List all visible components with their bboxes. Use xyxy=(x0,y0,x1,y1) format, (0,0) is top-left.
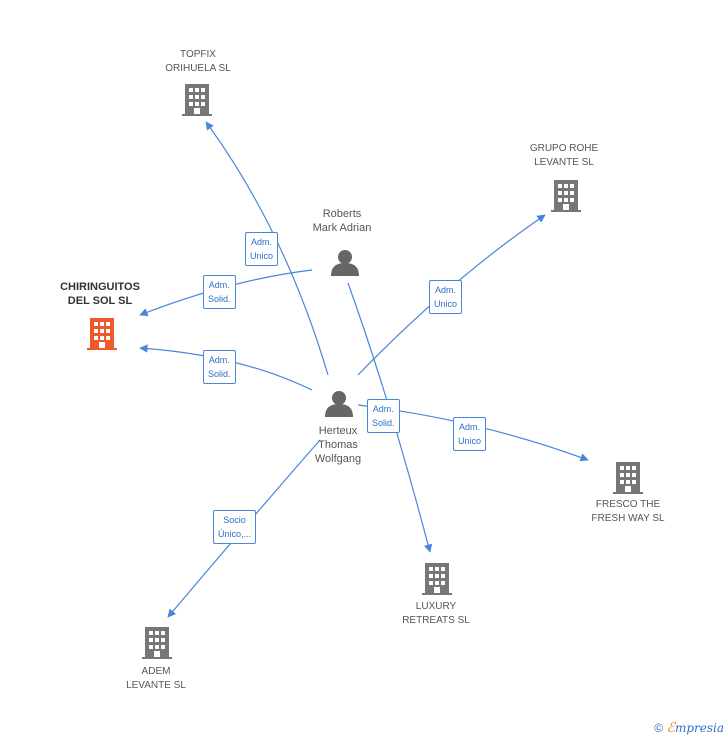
company-chiringuitos-label[interactable]: CHIRINGUITOS DEL SOL SL xyxy=(60,281,140,307)
edge-label-herteux-topfix: Adm. Unico xyxy=(245,232,279,266)
edge-label-herteux-chiringuitos: Adm. Solid. xyxy=(203,350,236,384)
copyright-symbol: © xyxy=(654,721,664,735)
edge-label-roberts-grupo: Adm. Unico xyxy=(429,280,463,314)
edge-label-herteux-adem: Socio Único,... xyxy=(213,510,257,544)
company-grupo-rohe-icon[interactable] xyxy=(551,180,581,212)
company-luxury-icon[interactable] xyxy=(422,563,452,595)
company-topfix-label[interactable]: TOPFIX ORIHUELA SL xyxy=(165,49,231,74)
company-topfix-icon[interactable] xyxy=(182,84,212,116)
person-herteux-label[interactable]: Herteux Thomas Wolfgang xyxy=(314,425,362,465)
empresia-credit[interactable]: © ℰmpresia xyxy=(654,720,724,736)
company-grupo-rohe-label[interactable]: GRUPO ROHE LEVANTE SL xyxy=(529,143,599,168)
company-chiringuitos-icon[interactable] xyxy=(87,318,117,350)
person-roberts-icon[interactable] xyxy=(331,250,359,276)
edge-label-herteux-fresco: Adm. Unico xyxy=(453,417,487,451)
person-roberts-label[interactable]: Roberts Mark Adrian xyxy=(312,208,372,234)
person-herteux-icon[interactable] xyxy=(325,391,353,417)
edge-label-roberts-chiringuitos: Adm. Solid. xyxy=(203,275,236,309)
empresia-brand: mpresia xyxy=(674,721,724,735)
company-adem-icon[interactable] xyxy=(142,627,172,659)
company-adem-label[interactable]: ADEM LEVANTE SL xyxy=(126,666,186,691)
company-luxury-label[interactable]: LUXURY RETREATS SL xyxy=(402,601,470,626)
empresia-logo-icon: ℰ xyxy=(666,720,675,736)
company-fresco-label[interactable]: FRESCO THE FRESH WAY SL xyxy=(591,499,665,524)
edge-label-roberts-luxury: Adm. Solid. xyxy=(367,399,400,433)
company-fresco-icon[interactable] xyxy=(613,462,643,494)
